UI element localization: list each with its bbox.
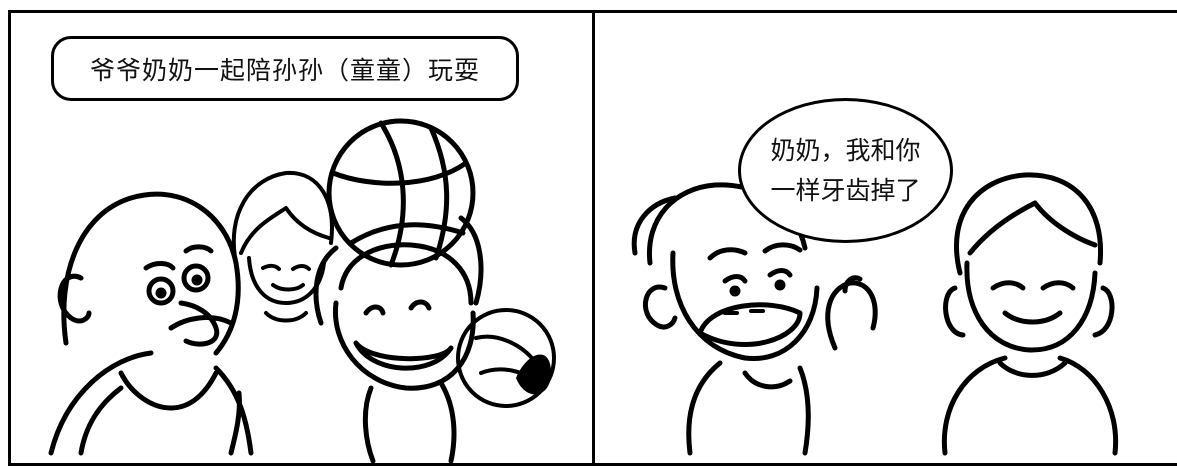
child-hand-shadow [516, 354, 551, 395]
caption-box: 爷爷奶奶一起陪孙孙（童童）玩耍 [51, 36, 519, 101]
child-figure [313, 215, 484, 463]
speech-line-2: 一样牙齿掉了 [770, 175, 921, 205]
speech-line-1: 奶奶，我和你 [770, 135, 921, 165]
child-teeth [723, 309, 765, 315]
grandparents-with-basketball-illustration [48, 118, 556, 463]
comic-panel-left: 爷爷奶奶一起陪孙孙（童童）玩耍 [8, 10, 595, 466]
grandpa-figure [48, 191, 254, 456]
comic-panel-right: 奶奶，我和你 一样牙齿掉了 [592, 10, 1177, 466]
child-and-grandma-illustration [631, 172, 1119, 456]
caption-text: 爷爷奶奶一起陪孙孙（童童）玩耍 [89, 55, 480, 85]
grandma-figure [941, 172, 1119, 456]
speech-bubble: 奶奶，我和你 一样牙齿掉了 [738, 98, 953, 243]
